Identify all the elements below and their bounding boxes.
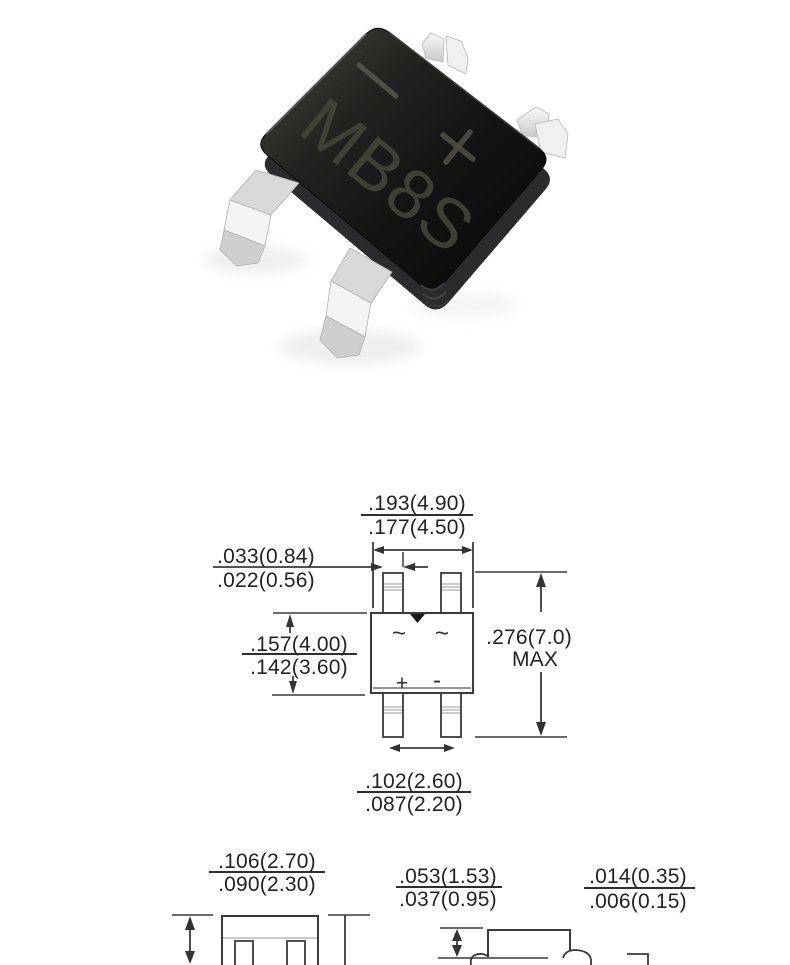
package-outline-drawing: [172, 514, 695, 965]
ac-terminal-symbol-right: ~: [435, 620, 449, 647]
plus-marking: [440, 129, 476, 165]
dim-terminal-thickness-min: .006(0.15): [589, 890, 687, 913]
lead-left: [219, 169, 300, 267]
plus-terminal-symbol: +: [396, 672, 408, 695]
product-photo: MB8S: [203, 27, 569, 365]
polarity-notch: [410, 614, 425, 623]
dim-standoff-height-max: .053(1.53): [399, 865, 497, 888]
lead-right: [516, 106, 569, 159]
dim-body-height-min: .142(3.60): [250, 656, 348, 679]
ac-terminal-symbol-left: ~: [392, 620, 406, 647]
minus-terminal-symbol: -: [433, 667, 441, 694]
arrowheads: [185, 546, 546, 964]
dim-body-width-min: .177(4.50): [368, 516, 466, 539]
lead-top: [421, 32, 469, 75]
minus-marking: [356, 62, 399, 99]
dim-body-thickness-min: .090(2.30): [218, 873, 316, 896]
dim-overall-height: .276(7.0): [486, 626, 572, 649]
lead-bottom: [319, 247, 393, 359]
dim-terminal-pitch-max: .102(2.60): [365, 770, 463, 793]
dim-terminal-pitch-min: .087(2.20): [365, 793, 463, 816]
dim-body-width-max: .193(4.90): [368, 492, 466, 515]
dim-overall-height-max: MAX: [511, 648, 559, 671]
dim-terminal-thickness-max: .014(0.35): [589, 865, 687, 888]
fraction-bars: [209, 514, 695, 889]
dim-terminal-width-min: .022(0.56): [217, 569, 315, 592]
dim-body-thickness-max: .106(2.70): [218, 850, 316, 873]
dim-body-height-max: .157(4.00): [250, 633, 348, 656]
dim-terminal-width-max: .033(0.84): [217, 545, 315, 568]
dim-standoff-height-min: .037(0.95): [399, 888, 497, 911]
